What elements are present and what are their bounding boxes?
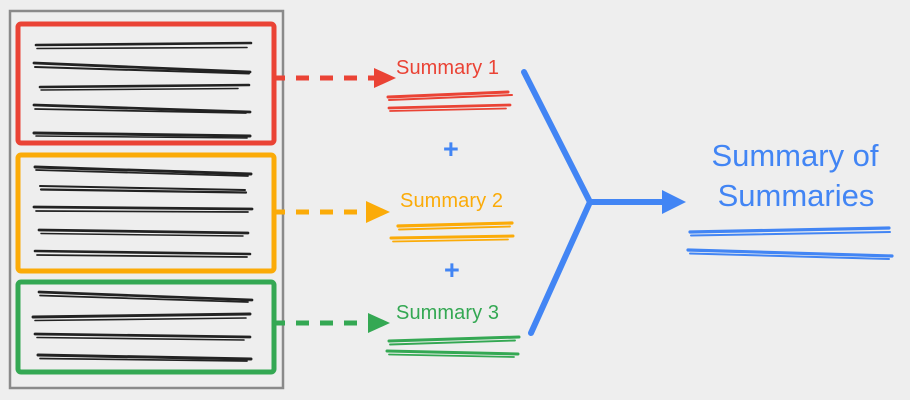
dashed-arrow-red-head bbox=[374, 68, 396, 88]
summary-2-underlines bbox=[389, 221, 515, 243]
summary-1-label: Summary 1 bbox=[396, 57, 500, 79]
green-section-text-lines bbox=[31, 290, 254, 362]
summary-2-label: Summary 2 bbox=[400, 190, 504, 212]
summary-3-underlines bbox=[385, 335, 521, 358]
red-section-border bbox=[15, 21, 277, 146]
summary-1-underlines bbox=[386, 90, 513, 112]
merge-branch-bottom bbox=[528, 199, 593, 336]
summary-3-label: Summary 3 bbox=[396, 302, 500, 324]
dashed-arrow-orange bbox=[272, 201, 390, 223]
red-document-section[interactable] bbox=[15, 21, 277, 146]
green-section-border bbox=[15, 279, 277, 375]
dashed-arrow-red bbox=[272, 68, 396, 88]
dashed-arrow-green bbox=[272, 313, 390, 333]
green-document-section[interactable] bbox=[15, 279, 277, 375]
merge-arrow-blue bbox=[521, 69, 686, 336]
orange-document-section[interactable] bbox=[15, 152, 277, 274]
dashed-arrow-orange-head bbox=[366, 201, 390, 223]
plus-operator-2: + bbox=[444, 255, 460, 285]
plus-operator-1: + bbox=[443, 134, 459, 164]
merge-arrow-head bbox=[662, 190, 686, 214]
source-document-frame bbox=[8, 9, 285, 390]
result-line-1: Summary of bbox=[711, 138, 879, 173]
merge-branch-top bbox=[521, 69, 593, 205]
summary-of-summaries-label: Summary of Summaries bbox=[700, 136, 890, 216]
orange-section-text-lines bbox=[32, 165, 254, 258]
red-section-text-lines bbox=[32, 41, 253, 139]
dashed-arrow-green-head bbox=[368, 313, 390, 333]
result-underlines bbox=[686, 226, 894, 260]
result-line-2: Summaries bbox=[717, 178, 875, 213]
